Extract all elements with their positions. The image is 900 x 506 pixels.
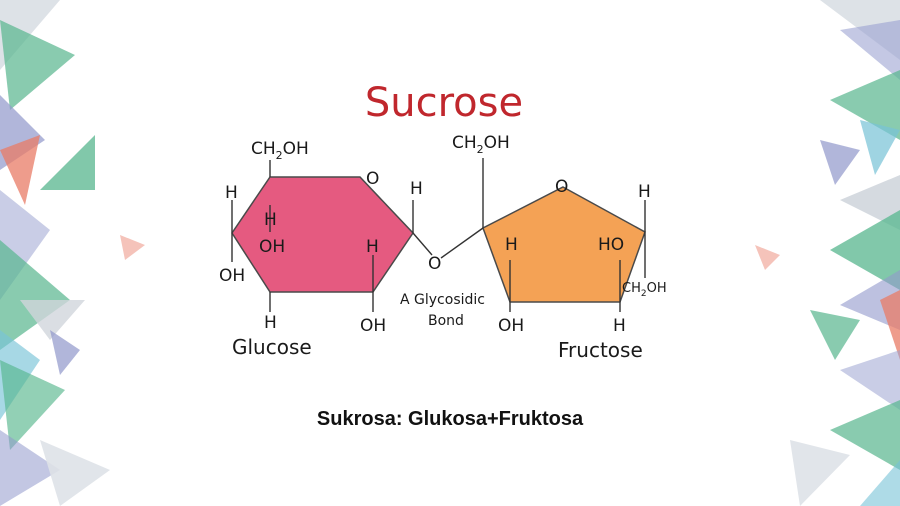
glucose-h-inner: H — [264, 210, 277, 230]
fructose-h-inner: H — [505, 235, 518, 255]
bond-lines — [231, 158, 646, 312]
fructose-ch2oh-top-subscript: 2 — [477, 143, 484, 156]
diagram-title: Sucrose — [365, 80, 523, 126]
slide-caption: Sukrosa: Glukosa+Fruktosa — [316, 408, 584, 430]
fructose-name: Fructose — [558, 338, 643, 362]
fructose-ch2oh-top-label: CH2OH — [452, 133, 510, 156]
glycosidic-bond-line2: Bond — [428, 313, 464, 329]
fructose-ch2oh-top-ch: CH — [452, 133, 477, 153]
glucose-ch2oh-ch: CH — [251, 139, 276, 159]
fructose-ho-inner: HO — [598, 235, 624, 255]
glucose-ring — [231, 176, 414, 293]
glycosidic-bridge: O A Glycosidic Bond — [400, 254, 485, 329]
glucose-h-c5: H — [410, 179, 423, 199]
fructose-labels: CH2OH O H H HO CH2OH OH H Fructose — [452, 133, 667, 362]
glucose-ch2oh-label: CH2OH — [251, 139, 309, 162]
glucose-name: Glucose — [232, 335, 312, 359]
glucose-labels: CH2OH O H H H OH H OH H OH Glucose — [219, 139, 423, 359]
glucose-oh-bottom: OH — [360, 316, 386, 336]
fructose-ch2oh-right-oh: OH — [647, 281, 667, 296]
glycosidic-bond-line1: A Glycosidic — [400, 292, 485, 308]
decorative-left-triangles — [0, 0, 145, 506]
fructose-ch2oh-top-oh: OH — [484, 133, 510, 153]
decorative-right-triangles — [755, 0, 900, 506]
fructose-ring — [482, 186, 646, 303]
fructose-ch2oh-right-label: CH2OH — [622, 281, 667, 299]
bridge-o: O — [428, 254, 441, 274]
glucose-h-left-top: H — [225, 183, 238, 203]
fructose-ring-o: O — [555, 177, 568, 197]
fructose-h-bottom: H — [613, 316, 626, 336]
glucose-ch2oh-oh: OH — [283, 139, 309, 159]
fructose-oh-bottom: OH — [498, 316, 524, 336]
glucose-h-right-inner: H — [366, 237, 379, 257]
fructose-ch2oh-right-subscript: 2 — [641, 289, 647, 299]
glucose-ring-o: O — [366, 169, 379, 189]
glucose-oh-inner: OH — [259, 237, 285, 257]
glucose-h-bottom: H — [264, 313, 277, 333]
glucose-oh-left: OH — [219, 266, 245, 286]
fructose-h-right-top: H — [638, 182, 651, 202]
glucose-ch2oh-subscript: 2 — [276, 149, 283, 162]
fructose-ch2oh-right-ch: CH — [622, 281, 641, 296]
